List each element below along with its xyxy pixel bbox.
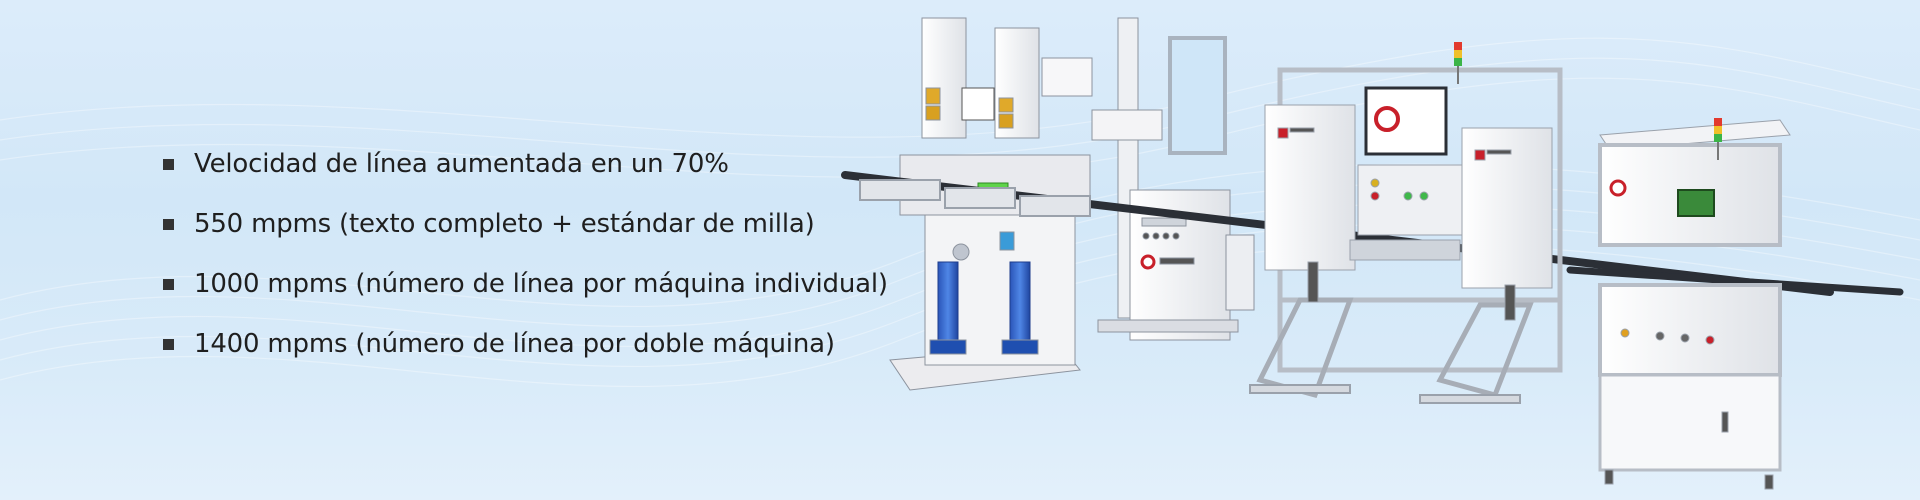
square-bullet-icon bbox=[163, 158, 174, 170]
laser-marking-line-illustration bbox=[841, 17, 1904, 490]
feature-list: Velocidad de línea aumentada en un 70% 5… bbox=[163, 134, 888, 374]
feature-text: 1000 mpms (número de línea por máquina i… bbox=[194, 269, 888, 299]
laser-cabinet-left bbox=[1264, 104, 1356, 303]
square-bullet-icon bbox=[163, 218, 174, 230]
feature-text: 1400 mpms (número de línea por doble máq… bbox=[194, 329, 835, 359]
column-laser-unit bbox=[1091, 17, 1255, 341]
feature-text: Velocidad de línea aumentada en un 70% bbox=[194, 149, 729, 179]
laser-cabinet-right bbox=[1461, 127, 1553, 321]
feature-item: 1000 mpms (número de línea por máquina i… bbox=[163, 254, 888, 314]
conveyor-rollers bbox=[859, 179, 1091, 217]
square-bullet-icon bbox=[163, 338, 174, 350]
signal-tower-icon bbox=[1454, 42, 1462, 84]
conveyor-rail-2 bbox=[1566, 266, 1904, 296]
feature-item: 550 mpms (texto completo + estándar de m… bbox=[163, 194, 888, 254]
square-bullet-icon bbox=[163, 278, 174, 290]
feature-item: Velocidad de línea aumentada en un 70% bbox=[163, 134, 888, 194]
enclosed-marking-cabinet bbox=[1598, 119, 1791, 490]
signal-tower-icon bbox=[1714, 118, 1722, 160]
control-panel bbox=[1349, 86, 1465, 261]
feature-text: 550 mpms (texto completo + estándar de m… bbox=[194, 209, 815, 239]
feature-item: 1400 mpms (número de línea por doble máq… bbox=[163, 314, 888, 374]
